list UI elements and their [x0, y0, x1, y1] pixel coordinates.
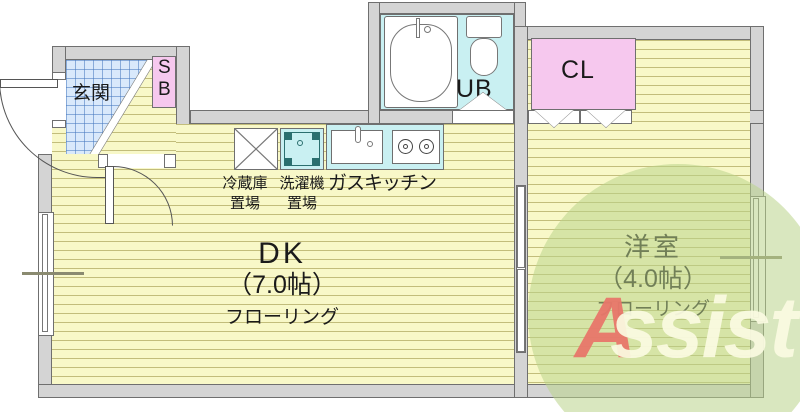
toilet-bowl [470, 38, 498, 76]
bathtub-faucet-knob [424, 26, 431, 33]
room-label-dk-material: フローリング [224, 307, 340, 328]
hall-door-jamb-left [98, 154, 108, 168]
entrance-door-swing-arc [0, 80, 111, 178]
window-dk-left-sill [22, 272, 84, 275]
washer-foot-tl [285, 133, 292, 140]
kitchen-sink-drain [367, 141, 373, 147]
hall-door-jamb-right [164, 154, 176, 168]
watermark-circle [528, 164, 800, 412]
washer-label-line2: 置場 [286, 195, 318, 212]
watermark-text: ssist [609, 280, 798, 376]
watermark-initial: A [574, 280, 637, 376]
room-label-dk-name: DK [258, 237, 306, 270]
gas-burner-right [419, 139, 434, 154]
bathtub-basin [390, 24, 452, 102]
toilet-tank [466, 16, 502, 38]
sliding-door-panel-lower[interactable] [517, 269, 525, 352]
ub-door-panel [452, 110, 514, 124]
washer-foot-tr [312, 133, 319, 140]
gas-burner-left [398, 139, 413, 154]
shoe-box-sb [152, 56, 176, 108]
washer-label-line1: 洗濯機 [279, 175, 325, 192]
room-label-dk-size: （7.0帖） [227, 271, 337, 299]
closet-label-cl: CL [561, 56, 595, 84]
kitchen-faucet [355, 126, 361, 143]
gas-burner-right-core [424, 144, 429, 149]
hall-door-opening [108, 154, 164, 168]
washer-foot-br [312, 158, 319, 165]
shoe-box-label-line1: S [158, 57, 171, 78]
gas-kitchen-label: ガスキッチン [328, 173, 437, 194]
refrigerator-label-line2: 置場 [229, 195, 261, 212]
bathtub-faucet-spout [416, 18, 420, 38]
washer-drain [297, 140, 303, 146]
shoe-box-label-line2: B [158, 79, 171, 100]
gas-burner-left-core [403, 144, 408, 149]
sliding-door-panel-upper[interactable] [517, 186, 525, 268]
washer-foot-bl [285, 158, 292, 165]
wall-ub-top [368, 2, 526, 14]
washer-pan-inner [284, 132, 320, 166]
wall-ub-left [368, 2, 380, 124]
refrigerator-label-line1: 冷蔵庫 [222, 175, 268, 192]
closet-cl [531, 38, 636, 110]
